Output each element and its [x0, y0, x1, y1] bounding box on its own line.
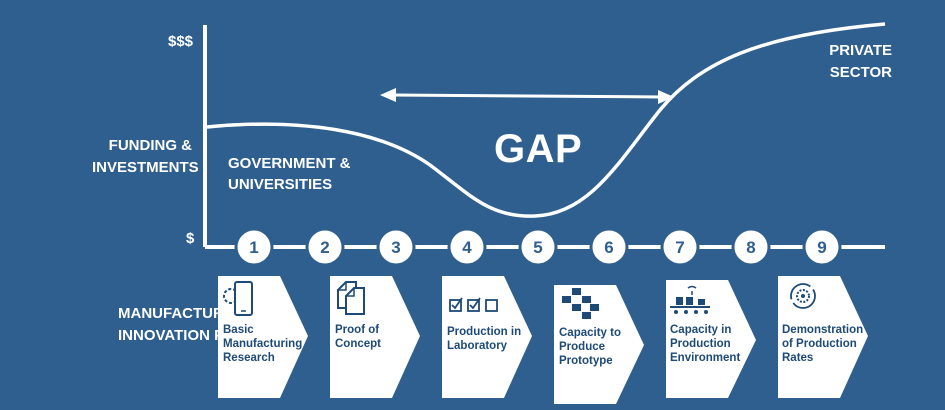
- card-6-line-3: Prototype: [559, 355, 613, 367]
- government-label: GOVERNMENT & UNIVERSITIES: [228, 153, 351, 195]
- process-card-6: [554, 285, 644, 404]
- step-circle-5: 5: [518, 227, 558, 267]
- card-2-line-2: Concept: [335, 338, 381, 350]
- card-4-line-2: Laboratory: [447, 340, 508, 352]
- card-1-line-3: Research: [223, 352, 275, 364]
- card-1-line-2: Manufacturing: [223, 338, 303, 350]
- process-label-line-1: MANUFACTURING: [118, 305, 251, 322]
- gear-cycle-icon: [790, 283, 816, 309]
- step-circle-4: 4: [447, 227, 487, 267]
- step-number-1: 1: [249, 238, 258, 257]
- private-label-line-2: SECTOR: [829, 64, 892, 81]
- process-card-7: [666, 280, 756, 398]
- process-card-9-text: Demonstration of Production Rates: [782, 323, 864, 365]
- process-card-7-text: Capacity in Production Environment: [670, 323, 748, 365]
- process-card-4: [442, 276, 532, 398]
- step-number-5: 5: [533, 238, 542, 257]
- funding-curve: [206, 22, 886, 218]
- step-circle-1: 1: [234, 227, 274, 267]
- card-9-line-1: Demonstration: [782, 324, 864, 336]
- process-card-2-text: Proof of Concept: [335, 323, 413, 351]
- process-card-1-text: Basic Manufacturing Research: [223, 323, 303, 365]
- y-axis-title-line-1: FUNDING &: [108, 137, 192, 154]
- step-circle-3: 3: [376, 227, 416, 267]
- gap-arrow: [380, 88, 674, 104]
- gap-label: GAP: [494, 127, 583, 171]
- government-label-line-1: GOVERNMENT &: [228, 155, 351, 172]
- y-axis-title: FUNDING & INVESTMENTS: [92, 135, 199, 179]
- process-card-4-text: Production in Laboratory: [447, 325, 525, 353]
- card-7-line-3: Environment: [670, 352, 741, 364]
- process-card-9: [778, 276, 868, 398]
- process-card-1: [218, 276, 308, 398]
- card-2-line-1: Proof of: [335, 324, 380, 336]
- card-9-line-2: of Production: [782, 338, 857, 350]
- step-number-9: 9: [817, 238, 826, 257]
- private-label-line-1: PRIVATE: [829, 42, 892, 59]
- step-circle-6: 6: [589, 227, 629, 267]
- documents-icon: [337, 281, 365, 315]
- tablet-gear-icon: [223, 281, 253, 316]
- step-number-3: 3: [391, 238, 400, 257]
- step-number-8: 8: [746, 238, 755, 257]
- card-6-line-2: Produce: [559, 341, 606, 353]
- process-card-6-text: Capacity to Produce Prototype: [559, 326, 637, 368]
- conveyor-icon: [670, 285, 710, 314]
- y-axis-title-line-2: INVESTMENTS: [92, 159, 199, 176]
- step-number-4: 4: [462, 238, 472, 257]
- checkboxes-icon: [449, 297, 498, 312]
- step-circle-9: 9: [802, 227, 842, 267]
- card-7-line-2: Production: [670, 338, 731, 350]
- card-7-line-1: Capacity in: [670, 324, 732, 336]
- government-label-line-2: UNIVERSITIES: [228, 176, 333, 193]
- step-circle-2: 2: [305, 227, 345, 267]
- step-number-7: 7: [675, 238, 684, 257]
- step-number-6: 6: [604, 238, 613, 257]
- step-circle-7: 7: [660, 227, 700, 267]
- private-sector-label: PRIVATE SECTOR: [800, 40, 892, 84]
- y-axis-low-label: $: [186, 230, 195, 247]
- step-circle-8: 8: [731, 227, 771, 267]
- card-1-line-1: Basic: [223, 324, 254, 336]
- card-9-line-3: Rates: [782, 352, 814, 364]
- y-axis-high-label: $$$: [168, 33, 194, 50]
- card-6-line-1: Capacity to: [559, 327, 621, 339]
- process-card-2: [330, 276, 420, 398]
- card-4-line-1: Production in: [447, 326, 522, 338]
- step-number-2: 2: [320, 238, 329, 257]
- cubes-icon: [562, 288, 599, 319]
